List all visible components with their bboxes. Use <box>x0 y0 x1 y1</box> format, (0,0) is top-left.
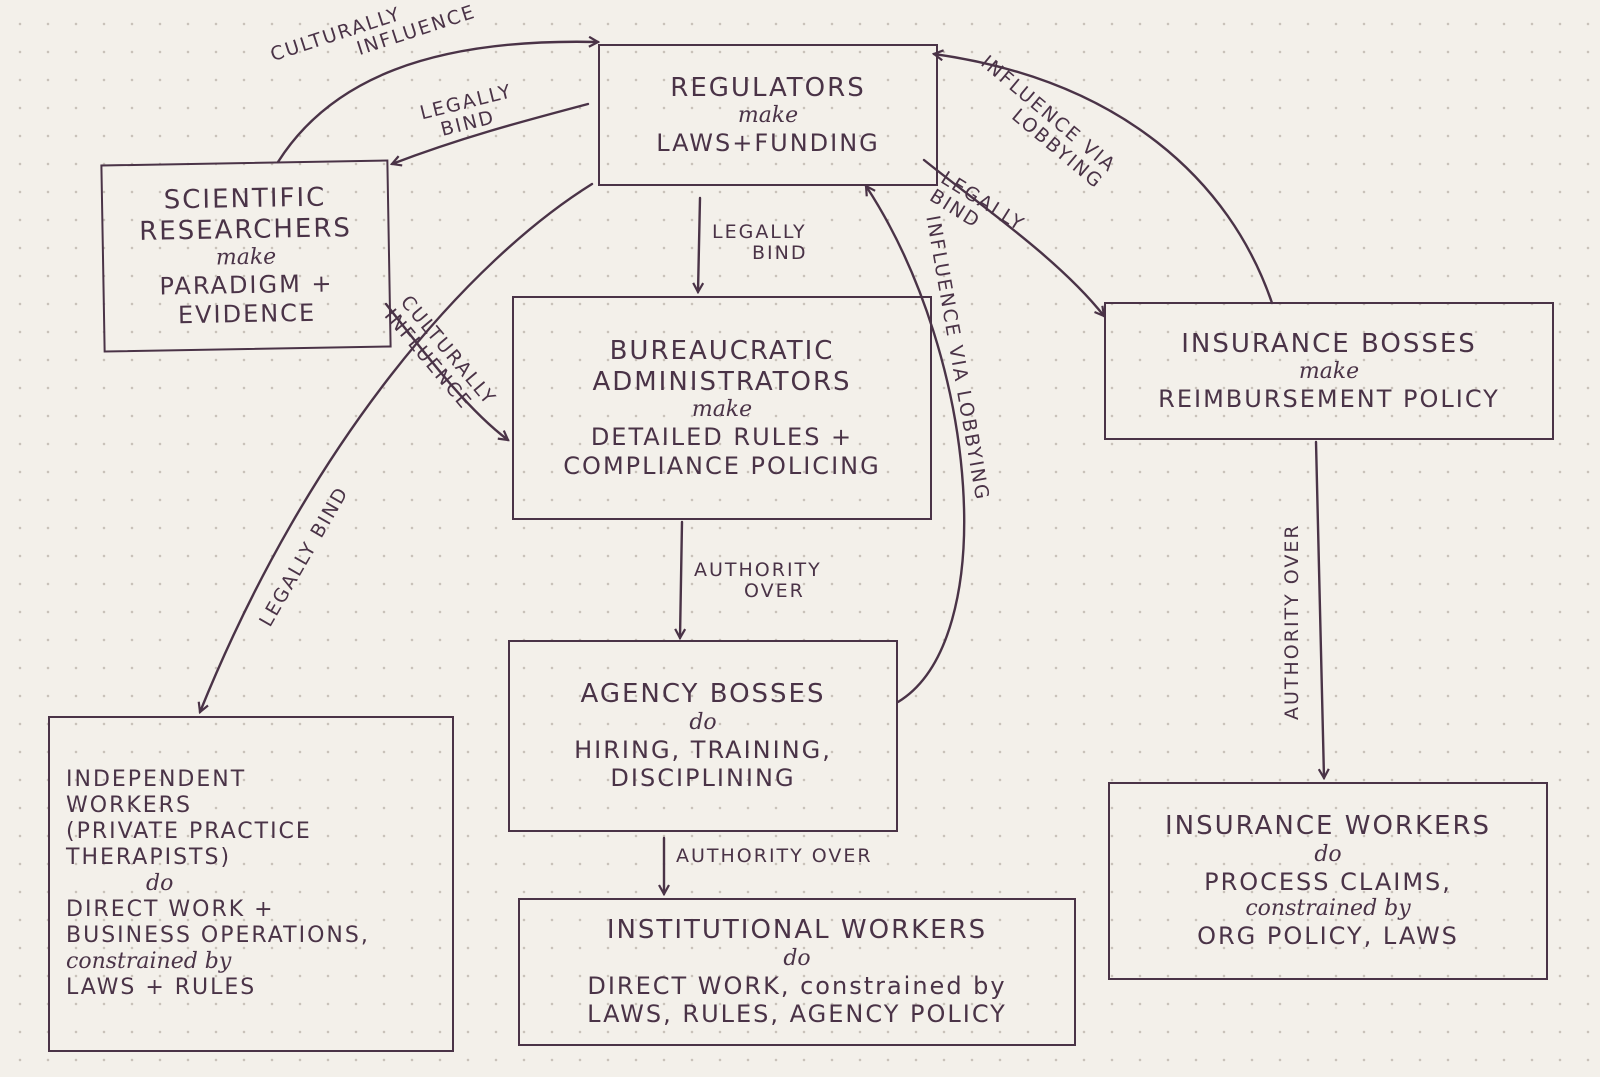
edge-legally-bind-bureaucratic <box>698 196 700 292</box>
independent-line3: (PRIVATE PRACTICE <box>66 819 312 845</box>
bureaucratic-verb: make <box>691 397 753 423</box>
insurance-bosses-box: INSURANCE BOSSES make REIMBURSEMENT POLI… <box>1104 302 1554 440</box>
bureaucratic-action-line1: DETAILED RULES + <box>590 423 854 452</box>
researchers-action-line1: PARADIGM + <box>159 269 334 301</box>
regulators-action: LAWS+FUNDING <box>656 129 880 158</box>
regulators-box: REGULATORS make LAWS+FUNDING <box>598 44 938 186</box>
edge-legally-bind-researchers <box>392 102 590 164</box>
institutional-role: INSTITUTIONAL WORKERS <box>606 915 988 946</box>
independent-line8: LAWS + RULES <box>66 974 257 1000</box>
insurance-workers-action-line2: constrained by <box>1245 896 1411 922</box>
independent-line6: BUSINESS OPERATIONS, <box>66 922 370 948</box>
institutional-action-line1: DIRECT WORK, constrained by <box>587 972 1007 1000</box>
institutional-action-line2: LAWS, RULES, AGENCY POLICY <box>587 1000 1007 1029</box>
independent-line7: constrained by <box>66 948 232 974</box>
researchers-role-line1: SCIENTIFIC <box>163 182 327 216</box>
agency-bosses-action-line2: DISCIPLINING <box>610 764 796 793</box>
label-legally-bind-bureaucratic-line1: LEGALLY <box>712 221 807 243</box>
edge-culturally-influence-top <box>276 42 598 164</box>
insurance-bosses-action: REIMBURSEMENT POLICY <box>1158 385 1500 414</box>
edge-legally-bind-insurance <box>922 158 1104 316</box>
edge-authority-over-agency <box>680 520 682 638</box>
regulators-verb: make <box>737 103 799 129</box>
bureaucratic-administrators-box: BUREAUCRATIC ADMINISTRATORS make DETAILE… <box>512 296 932 520</box>
scientific-researchers-box: SCIENTIFIC RESEARCHERS make PARADIGM + E… <box>100 159 392 353</box>
institutional-workers-box: INSTITUTIONAL WORKERS do DIRECT WORK, co… <box>518 898 1076 1046</box>
agency-bosses-verb: do <box>689 710 717 736</box>
label-authority-over-institutional-line1: AUTHORITY OVER <box>676 845 873 867</box>
label-legally-bind-bureaucratic-line2: BIND <box>752 241 808 264</box>
edge-authority-over-insurance-workers <box>1314 440 1324 778</box>
edge-influence-via-lobbying-insurance <box>934 54 1274 305</box>
bureaucratic-role-line1: BUREAUCRATIC <box>609 336 835 367</box>
insurance-workers-verb: do <box>1314 842 1342 868</box>
insurance-bosses-verb: make <box>1298 359 1360 385</box>
researchers-action-line2: EVIDENCE <box>177 298 317 329</box>
label-authority-over-insurance-workers-line1: AUTHORITY OVER <box>1281 523 1303 720</box>
insurance-workers-action-line3: ORG POLICY, LAWS <box>1197 922 1459 951</box>
insurance-workers-box: INSURANCE WORKERS do PROCESS CLAIMS, con… <box>1108 782 1548 980</box>
edge-culturally-influence-bureaucratic <box>384 302 508 440</box>
insurance-bosses-role: INSURANCE BOSSES <box>1181 328 1477 359</box>
researchers-verb: make <box>215 244 277 271</box>
label-authority-over-institutional: AUTHORITY OVER <box>676 846 873 867</box>
bureaucratic-action-line2: COMPLIANCE POLICING <box>563 451 881 480</box>
label-authority-over-insurance-workers: AUTHORITY OVER <box>1281 523 1303 720</box>
label-authority-over-agency: AUTHORITY OVER <box>694 560 822 602</box>
bureaucratic-role-line2: ADMINISTRATORS <box>592 366 852 397</box>
agency-bosses-action-line1: HIRING, TRAINING, <box>574 736 832 764</box>
edge-influence-via-lobbying-agency <box>866 186 966 704</box>
independent-line4: THERAPISTS) <box>66 845 232 871</box>
independent-line5: DIRECT WORK + <box>66 896 275 922</box>
agency-bosses-role: AGENCY BOSSES <box>580 679 826 710</box>
institutional-verb: do <box>783 946 811 972</box>
independent-line2: WORKERS <box>66 793 192 819</box>
insurance-workers-role: INSURANCE WORKERS <box>1164 811 1492 842</box>
insurance-workers-action-line1: PROCESS CLAIMS, <box>1204 868 1452 897</box>
label-legally-bind-bureaucratic: LEGALLY BIND <box>712 222 807 264</box>
independent-workers-box: INDEPENDENT WORKERS (PRIVATE PRACTICE TH… <box>48 716 454 1052</box>
independent-verb: do <box>146 871 174 897</box>
researchers-role-line2: RESEARCHERS <box>138 212 353 247</box>
label-authority-over-agency-line1: AUTHORITY <box>694 559 822 581</box>
independent-line1: INDEPENDENT <box>66 767 247 793</box>
agency-bosses-box: AGENCY BOSSES do HIRING, TRAINING, DISCI… <box>508 640 898 832</box>
label-authority-over-agency-line2: OVER <box>744 579 805 602</box>
regulators-role: REGULATORS <box>670 72 866 103</box>
edge-legally-bind-independent <box>200 182 594 712</box>
